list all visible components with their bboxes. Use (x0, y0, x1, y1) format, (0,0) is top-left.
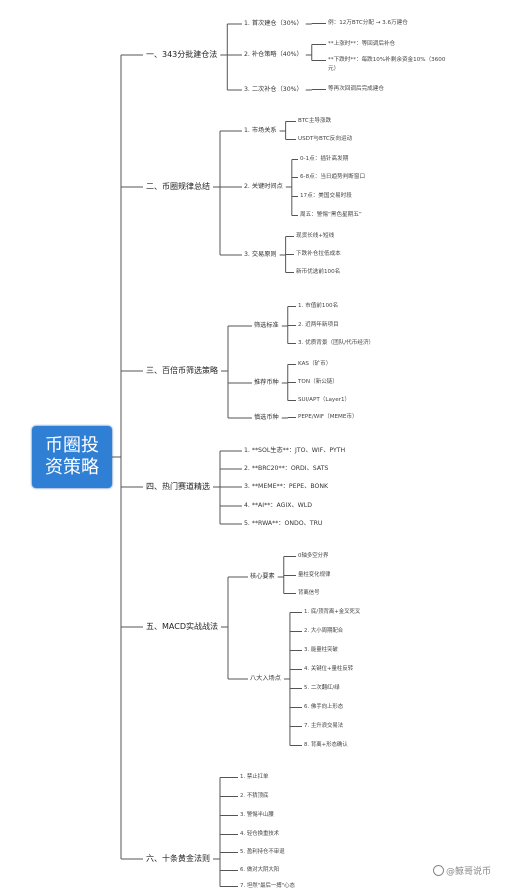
root-title-line2: 资策略 (45, 457, 99, 478)
node-meme[interactable]: 3. **MEME**：PEPE、BONK (244, 483, 329, 490)
node-entry-1[interactable]: 1. 底/顶背离+金叉死叉 (304, 609, 361, 615)
node-first-entry[interactable]: 1. 首次建仓（30%） (244, 20, 303, 27)
node-eight-entries[interactable]: 八大入场点 (250, 675, 281, 682)
node-entry-5[interactable]: 5. 二次翻红/绿 (304, 685, 340, 691)
node-rule-2[interactable]: 2. 不猜顶底 (240, 793, 269, 799)
branch-343-staged-entry[interactable]: 一、343分批建仓法 (146, 50, 218, 59)
node-rule-5[interactable]: 5. 盈利持仓不审退 (240, 849, 285, 855)
node-recent-projects[interactable]: 2. 近两年新项目 (298, 322, 339, 328)
branch-market-patterns[interactable]: 二、币圈规律总结 (146, 182, 210, 191)
node-on-drop-cont: 元） (328, 66, 340, 72)
node-divergence-signal[interactable]: 背离信号 (298, 590, 320, 596)
node-average-down[interactable]: 下跌补仓拉低成本 (296, 251, 341, 257)
node-rule-3[interactable]: 3. 警惕半山腰 (240, 812, 274, 818)
node-quality-background[interactable]: 3. 优质背景（团队/代币经济） (298, 340, 375, 346)
node-entry-8[interactable]: 8. 背离+形态确认 (304, 742, 348, 748)
node-second-add-detail[interactable]: 等再次回调后完成建仓 (328, 86, 384, 92)
node-zero-axis[interactable]: 0轴多空分界 (298, 553, 329, 559)
root-title-line1: 币圈投 (45, 435, 99, 456)
branch-macd-tactics[interactable]: 五、MACD实战战法 (146, 622, 218, 631)
node-entry-2[interactable]: 2. 大小周期配合 (304, 628, 344, 634)
watermark: @鲸哥说币 (433, 864, 491, 877)
node-rule-4[interactable]: 4. 轻仓换重技术 (240, 831, 280, 837)
node-add-position-strategy[interactable]: 2. 补仓策略（40%） (244, 51, 303, 58)
node-entry-7[interactable]: 7. 主升浪交易法 (304, 723, 344, 729)
node-rwa[interactable]: 5. **RWA**：ONDO、TRU (244, 520, 323, 527)
node-top100-cap[interactable]: 1. 市值前100名 (298, 303, 339, 309)
branch-100x-coin-screening[interactable]: 三、百倍币筛选策略 (146, 366, 218, 375)
node-rule-7[interactable]: 7. 坦然"最后一搏"心态 (240, 883, 295, 889)
node-cautious-coins[interactable]: 慎选币种 (254, 414, 279, 421)
node-ton[interactable]: TON（新公链） (298, 379, 338, 385)
node-entry-6[interactable]: 6. 佛手向上形态 (304, 704, 344, 710)
node-brc20[interactable]: 2. **BRC20**：ORDI、SATS (244, 465, 329, 472)
node-time-0-1[interactable]: 0-1点：插针高发期 (300, 156, 349, 162)
node-top100-new[interactable]: 新币优选前100名 (296, 269, 341, 275)
node-sol-ecosystem[interactable]: 1. **SOL生态**：JTO、WIF、PYTH (244, 447, 346, 454)
node-pepe-wif[interactable]: PEPE/WIF（MEME币） (298, 414, 358, 420)
node-rule-1[interactable]: 1. 禁止扛单 (240, 774, 269, 780)
node-usdt-btc-inverse[interactable]: USDT与BTC反向运动 (298, 136, 353, 142)
node-rule-6[interactable]: 6. 做对大阴大阳 (240, 867, 280, 873)
node-spot-long-short[interactable]: 现货长线+短线 (296, 233, 335, 239)
node-time-17[interactable]: 17点：美国交易时段 (300, 193, 352, 199)
node-time-friday[interactable]: 周五：警惕“黑色星期五” (300, 212, 362, 218)
node-ai[interactable]: 4. **AI**：AGIX、WLD (244, 502, 312, 509)
node-entry-4[interactable]: 4. 关键位+量柱反转 (304, 666, 354, 672)
node-screening-criteria[interactable]: 筛选标准 (254, 322, 279, 329)
node-time-6-8[interactable]: 6-8点：当日趋势判断窗口 (300, 174, 366, 180)
node-recommended-coins[interactable]: 推荐币种 (254, 379, 279, 386)
node-histogram-pattern[interactable]: 量柱变化规律 (298, 572, 331, 578)
branch-ten-golden-rules[interactable]: 六、十条黄金法则 (146, 854, 210, 863)
node-trading-principles[interactable]: 3. 交易原则 (244, 251, 277, 258)
branch-hot-sectors[interactable]: 四、热门赛道精选 (146, 482, 210, 491)
watermark-text: @鲸哥说币 (446, 867, 492, 877)
node-core-elements[interactable]: 核心要素 (250, 573, 275, 580)
root-node[interactable]: 币圈投 资策略 (32, 426, 112, 488)
node-market-relation[interactable]: 1. 市场关系 (244, 127, 277, 134)
node-second-add[interactable]: 3. 二次补仓（30%） (244, 86, 303, 93)
watermark-logo-icon (433, 865, 444, 876)
node-key-times[interactable]: 2. 关键时间点 (244, 183, 283, 190)
node-first-entry-example[interactable]: 例：12万BTC分配 → 3.6万建仓 (328, 20, 408, 26)
node-btc-dominance[interactable]: BTC主导涨跌 (298, 118, 332, 124)
node-kas[interactable]: KAS（矿币） (298, 361, 332, 367)
node-on-drop[interactable]: **下跌时**：每跌10%补剩余资金10%（3600 (328, 57, 446, 63)
node-on-rise[interactable]: **上涨时**：等回调后补仓 (328, 41, 396, 47)
node-entry-3[interactable]: 3. 能量柱突破 (304, 647, 338, 653)
node-sui-apt[interactable]: SUI/APT（Layer1） (298, 397, 351, 403)
